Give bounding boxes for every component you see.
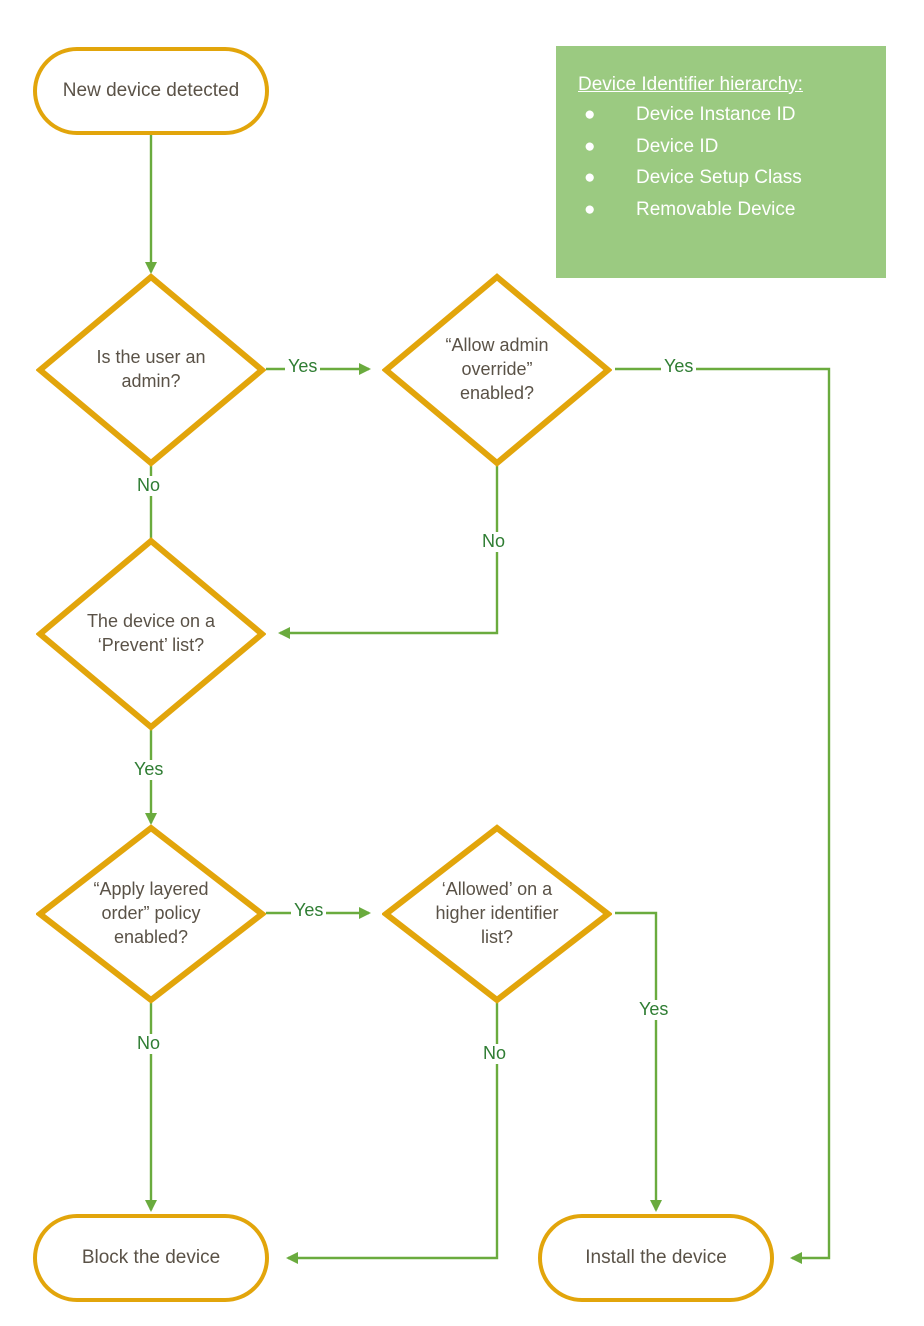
diamond-shape-prevent-list [36, 537, 266, 731]
node-start-label: New device detected [62, 80, 240, 102]
note-list-item: ● Removable Device [578, 194, 868, 226]
diamond-shape-higher-identifier [382, 824, 612, 1004]
note-item-label: Device Setup Class [636, 167, 802, 189]
bullet-icon: ● [584, 167, 596, 189]
edge-label-is-admin-yes: Yes [285, 356, 321, 377]
node-is-admin[interactable]: Is the user an admin? [36, 273, 266, 467]
edge-label-prevent-yes: Yes [131, 759, 167, 780]
note-item-label: Removable Device [636, 198, 796, 220]
edge-label-higher-no: No [480, 1043, 510, 1064]
node-install-label: Install the device [585, 1247, 727, 1269]
diamond-shape-admin-override [382, 273, 612, 467]
bullet-icon: ● [584, 135, 596, 157]
note-item-label: Device ID [636, 135, 719, 157]
node-higher-identifier-label: ‘Allowed’ on a higher identifier list? [435, 879, 559, 947]
node-block[interactable]: Block the device [33, 1214, 269, 1302]
note-list-item: ● Device Instance ID [578, 99, 868, 131]
note-list-item: ● Device Setup Class [578, 162, 868, 194]
edge-override-no [278, 466, 499, 639]
node-layered-order-label: “Apply layered order” policy enabled? [93, 879, 209, 947]
diamond-shape-is-admin [36, 273, 266, 467]
node-higher-identifier[interactable]: ‘Allowed’ on a higher identifier list? [382, 824, 612, 1004]
note-list: ● Device Instance ID ● Device ID ● Devic… [578, 99, 868, 225]
edge-higher-yes [615, 911, 662, 1212]
node-admin-override[interactable]: “Allow admin override” enabled? [382, 273, 612, 467]
edge-label-layered-no: No [134, 1033, 164, 1054]
node-admin-override-label: “Allow admin override” enabled? [445, 335, 549, 403]
bullet-icon: ● [584, 198, 596, 220]
note-title: Device Identifier hierarchy: [578, 74, 803, 95]
bullet-icon: ● [584, 104, 596, 125]
edge-label-higher-yes: Yes [636, 999, 672, 1020]
node-block-label: Block the device [81, 1247, 221, 1269]
edge-higher-no [286, 1003, 499, 1264]
note-item-label: Device Instance ID [636, 104, 796, 125]
diamond-shape-layered-order [36, 824, 266, 1004]
edge-label-override-yes: Yes [661, 356, 697, 377]
node-is-admin-label: Is the user an admin? [96, 347, 206, 391]
node-install[interactable]: Install the device [538, 1214, 774, 1302]
device-identifier-hierarchy-note: Device Identifier hierarchy: ● Device In… [556, 46, 886, 278]
edge-label-layered-yes: Yes [291, 900, 327, 921]
node-start[interactable]: New device detected [33, 47, 269, 135]
edge-label-is-admin-no: No [134, 475, 164, 496]
node-prevent-list-label: The device on a ‘Prevent’ list? [86, 611, 216, 655]
edge-override-yes [615, 367, 831, 1264]
edge-label-override-no: No [479, 531, 509, 552]
note-list-item: ● Device ID [578, 131, 868, 163]
node-prevent-list[interactable]: The device on a ‘Prevent’ list? [36, 537, 266, 731]
node-layered-order[interactable]: “Apply layered order” policy enabled? [36, 824, 266, 1004]
